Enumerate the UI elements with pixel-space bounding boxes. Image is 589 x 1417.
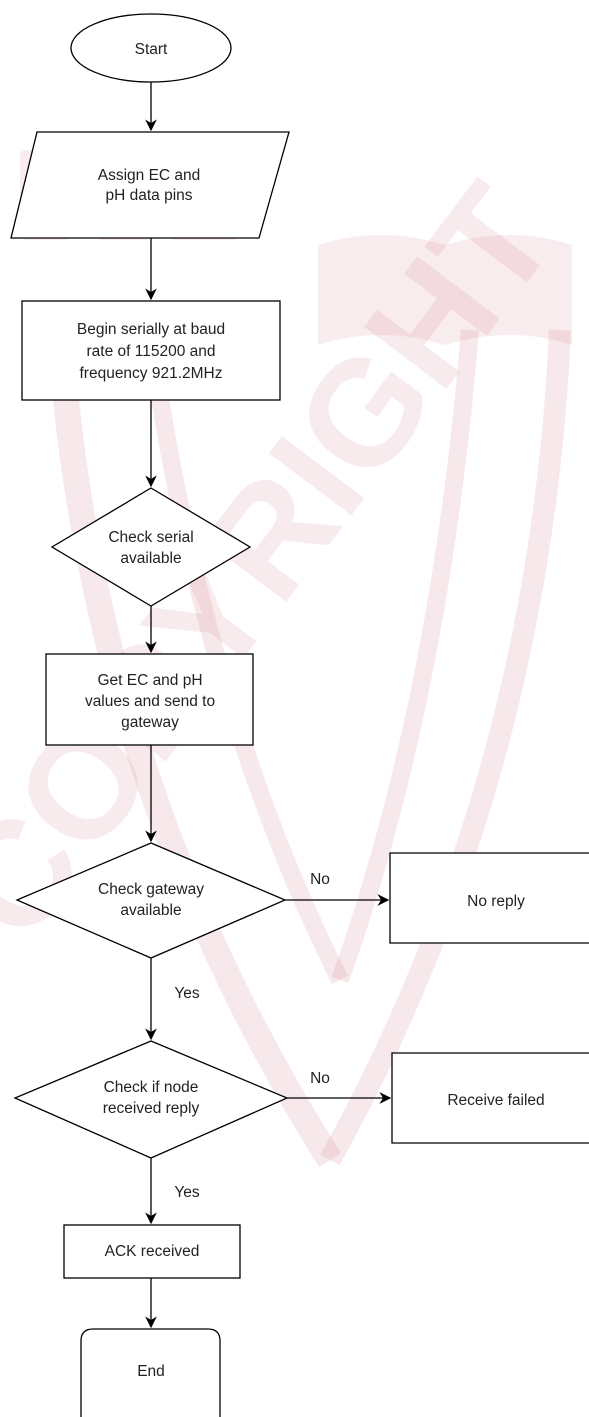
- get-values-box: [45, 653, 254, 746]
- start-ellipse: [70, 13, 232, 83]
- assign-label-line-2: pH data pins: [105, 187, 192, 204]
- check-reply-diamond: [13, 1040, 289, 1159]
- node-check-gateway: Check gateway available: [15, 842, 287, 959]
- get-values-label-line-1: Get EC and pH: [97, 672, 202, 689]
- receive-failed-label: Receive failed: [447, 1092, 544, 1109]
- node-start: Start: [70, 13, 232, 83]
- begin-serial-box: [21, 300, 281, 401]
- flowchart-nodes: Start Assign EC and pH data pins Begin s…: [10, 13, 589, 1417]
- node-check-reply: Check if node received reply: [13, 1040, 289, 1159]
- watermark-book-icon: [318, 235, 572, 345]
- assign-label-line-1: Assign EC and: [98, 167, 201, 184]
- check-reply-label-line-2: received reply: [103, 1100, 200, 1117]
- check-gateway-label-line-1: Check gateway: [98, 881, 204, 898]
- check-gateway-diamond: [15, 842, 287, 959]
- node-end: End: [80, 1328, 221, 1417]
- begin-serial-label-line-3: frequency 921.2MHz: [79, 365, 222, 382]
- end-rounded-box: [80, 1328, 221, 1417]
- flowchart-edges: No Yes No Yes: [145, 82, 392, 1329]
- node-receive-failed: Receive failed: [391, 1052, 589, 1144]
- receive-failed-box: [391, 1052, 589, 1144]
- node-begin-serial: Begin serially at baud rate of 115200 an…: [21, 300, 281, 401]
- begin-serial-label-line-2: rate of 115200 and: [87, 343, 216, 360]
- no-reply-box: [389, 852, 589, 944]
- node-get-values: Get EC and pH values and send to gateway: [45, 653, 254, 746]
- end-label: End: [137, 1363, 165, 1380]
- node-check-serial: Check serial available: [50, 487, 252, 607]
- get-values-label-line-3: gateway: [121, 714, 179, 731]
- check-serial-label-line-2: available: [120, 550, 181, 567]
- begin-serial-label-line-1: Begin serially at baud: [77, 321, 225, 338]
- watermark-shield-stripes: [47, 328, 571, 1167]
- check-serial-label-line-1: Check serial: [108, 529, 193, 546]
- edge-label-reply-yes: Yes: [174, 1184, 200, 1201]
- node-assign-pins: Assign EC and pH data pins: [10, 131, 290, 239]
- check-serial-diamond: [50, 487, 252, 607]
- edge-label-gateway-no: No: [310, 871, 330, 888]
- assign-parallelogram: [10, 131, 290, 239]
- node-no-reply: No reply: [389, 852, 589, 944]
- ack-received-label: ACK received: [105, 1243, 200, 1260]
- edge-label-reply-no: No: [310, 1070, 330, 1087]
- ack-received-box: [63, 1224, 241, 1279]
- start-label: Start: [135, 41, 168, 58]
- check-reply-label-line-1: Check if node: [104, 1079, 199, 1096]
- edge-label-gateway-yes: Yes: [174, 985, 200, 1002]
- check-gateway-label-line-2: available: [120, 902, 181, 919]
- no-reply-label: No reply: [467, 893, 525, 910]
- node-ack-received: ACK received: [63, 1224, 241, 1279]
- get-values-label-line-2: values and send to: [85, 693, 215, 710]
